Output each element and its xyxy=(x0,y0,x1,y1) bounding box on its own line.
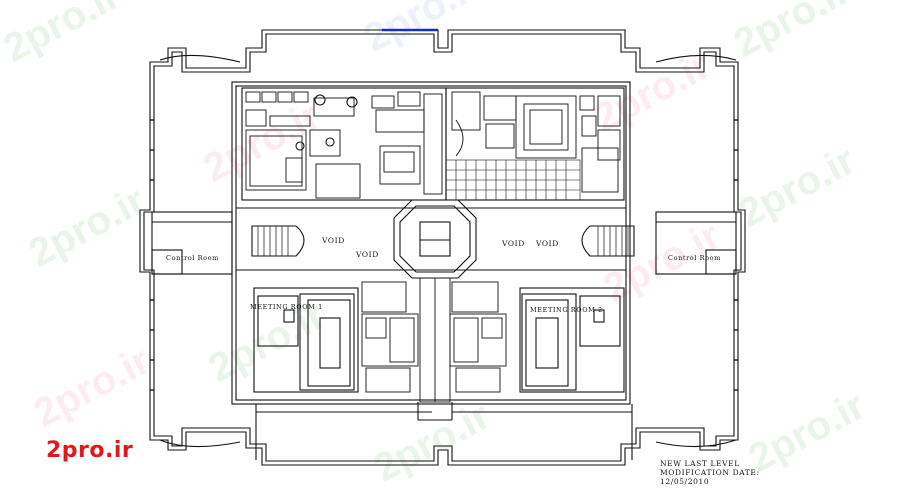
outer-wall xyxy=(139,29,746,466)
void-label: VOID xyxy=(502,239,525,248)
void-label: VOID xyxy=(322,236,345,245)
meeting-room-label: MEETING ROOM 1 xyxy=(250,303,323,311)
void-label: VOID xyxy=(356,250,379,259)
title-block-line: MODIFICATION DATE: xyxy=(660,468,760,477)
control-room-label: Control Room xyxy=(668,254,721,262)
brand-logo-text: 2pro.ir xyxy=(46,438,134,463)
title-block-line: NEW LAST LEVEL xyxy=(660,459,740,468)
title-block-date: 12/05/2010 xyxy=(660,477,710,486)
void-label: VOID xyxy=(536,239,559,248)
meeting-room-label: MEETING ROOM 2 xyxy=(530,306,603,314)
control-room-label: Control Room xyxy=(166,254,219,262)
